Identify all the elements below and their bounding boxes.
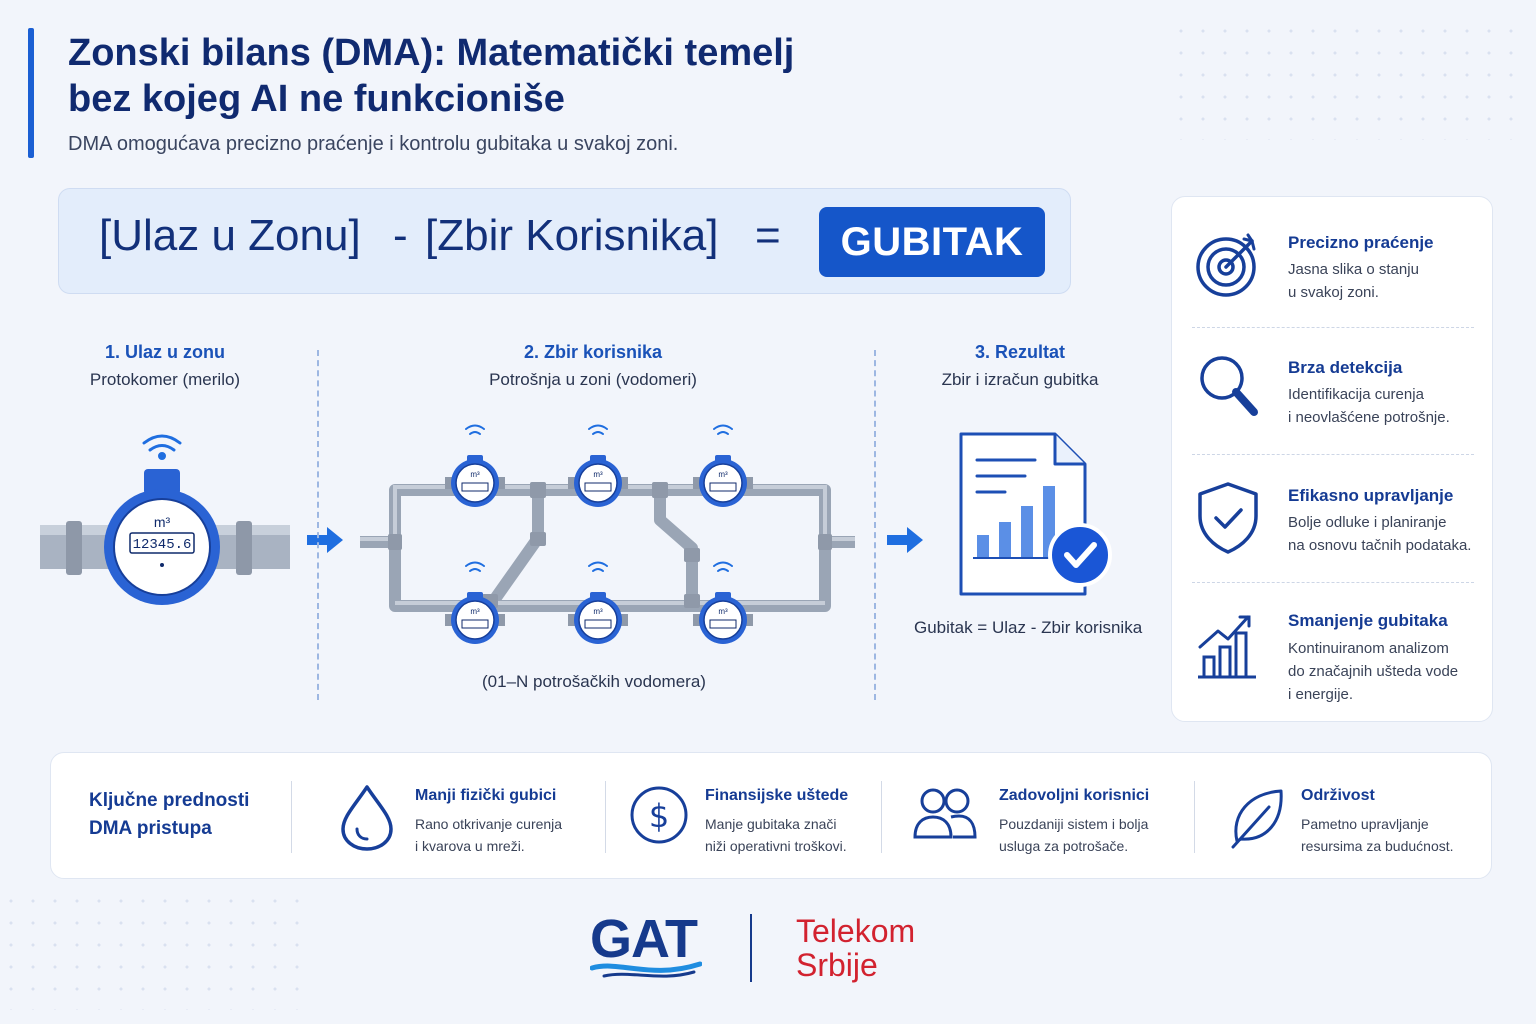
advantage-title: Manji fizički gubici: [415, 787, 557, 804]
benefit-title: Brza detekcija: [1288, 358, 1403, 377]
title-accent-bar: [28, 28, 34, 158]
equation-minus: -: [393, 211, 408, 260]
svg-text:m³: m³: [718, 470, 728, 479]
step3-title: 3. Rezultat: [974, 342, 1066, 362]
advantage-title: Finansijske uštede: [705, 787, 849, 804]
advantages-divider: [605, 781, 606, 853]
magnifier-icon: [1200, 356, 1258, 416]
target-icon: [1196, 233, 1256, 297]
flow-arrow-1: [307, 527, 343, 553]
equation-term-ulaz: [Ulaz u Zonu]: [99, 211, 361, 260]
advantages-divider: [291, 781, 292, 853]
consumer-meter: m³: [693, 424, 753, 507]
advantage-title: Održivost: [1301, 787, 1375, 804]
consumer-meter: m³: [445, 424, 505, 507]
benefit-divider: [1192, 327, 1474, 328]
step1-subtitle: Protokomer (merilo): [89, 370, 241, 389]
equation-banner: [Ulaz u Zonu] - [Zbir Korisnika] = GUBIT…: [58, 188, 1071, 294]
consumer-meter: m³: [568, 561, 628, 644]
advantages-divider: [1194, 781, 1195, 853]
benefit-title: Precizno praćenje: [1288, 233, 1434, 252]
leaf-icon: [1231, 789, 1283, 849]
consumer-meter: m³: [445, 561, 505, 644]
svg-text:m³: m³: [470, 607, 480, 616]
wireless-signal-icon: [142, 434, 182, 460]
step3-subtitle: Zbir i izračun gubitka: [941, 370, 1099, 389]
step3-caption: Gubitak = Ulaz - Zbir korisnika: [914, 618, 1143, 637]
step2-caption: (01–N potrošačkih vodomera): [482, 672, 706, 691]
step2-subtitle: Potrošnja u zoni (vodomeri): [489, 370, 697, 389]
svg-text:12345.6: 12345.6: [133, 537, 192, 553]
equation-equals: =: [755, 211, 781, 260]
page-title-line1: Zonski bilans (DMA): Matematički temelj: [68, 32, 795, 74]
dollar-icon: $: [630, 786, 688, 844]
users-icon: [913, 788, 977, 839]
flow-arrow-2: [887, 527, 923, 553]
benefit-title: Smanjenje gubitaka: [1288, 611, 1448, 630]
pipe-network-illustration: m³ m³ m³ m³ m³ m³: [360, 424, 855, 644]
advantage-title: Zadovoljni korisnici: [999, 787, 1150, 804]
advantages-divider: [881, 781, 882, 853]
equation-result-badge: GUBITAK: [819, 207, 1045, 277]
decorative-dots-bottom: [0, 890, 300, 1010]
gat-logo-wave: [590, 961, 702, 978]
svg-text:m³: m³: [593, 470, 603, 479]
svg-text:m³: m³: [593, 607, 603, 616]
report-document-icon: [959, 432, 1112, 596]
benefit-divider: [1192, 454, 1474, 455]
step2-title: 2. Zbir korisnika: [523, 342, 663, 362]
page-title: Zonski bilans (DMA): Matematički temelj …: [68, 30, 968, 122]
flow-meter-illustration: m³ 12345.6: [40, 434, 290, 605]
gat-logo: GAT: [590, 908, 702, 978]
benefit-divider: [1192, 582, 1474, 583]
logo-divider: [750, 914, 752, 982]
svg-text:$: $: [649, 797, 669, 835]
benefit-title: Efikasno upravljanje: [1288, 486, 1454, 505]
water-drop-icon: [341, 785, 393, 851]
section-divider-1: [317, 350, 319, 700]
section-divider-2: [874, 350, 876, 700]
svg-text:m³: m³: [154, 514, 171, 530]
svg-text:m³: m³: [718, 607, 728, 616]
page-title-line2: bez kojeg AI ne funkcioniše: [68, 78, 565, 120]
equation-term-zbir: [Zbir Korisnika]: [425, 211, 719, 260]
shield-check-icon: [1198, 482, 1258, 554]
step1-title: 1. Ulaz u zonu: [104, 342, 225, 362]
consumer-meter: m³: [693, 561, 753, 644]
decorative-dots-top: [1170, 20, 1530, 140]
svg-text:m³: m³: [470, 470, 480, 479]
growth-chart-icon: [1198, 615, 1256, 679]
page-subtitle: DMA omogućava precizno praćenje i kontro…: [68, 133, 679, 155]
consumer-meter: m³: [568, 424, 628, 507]
